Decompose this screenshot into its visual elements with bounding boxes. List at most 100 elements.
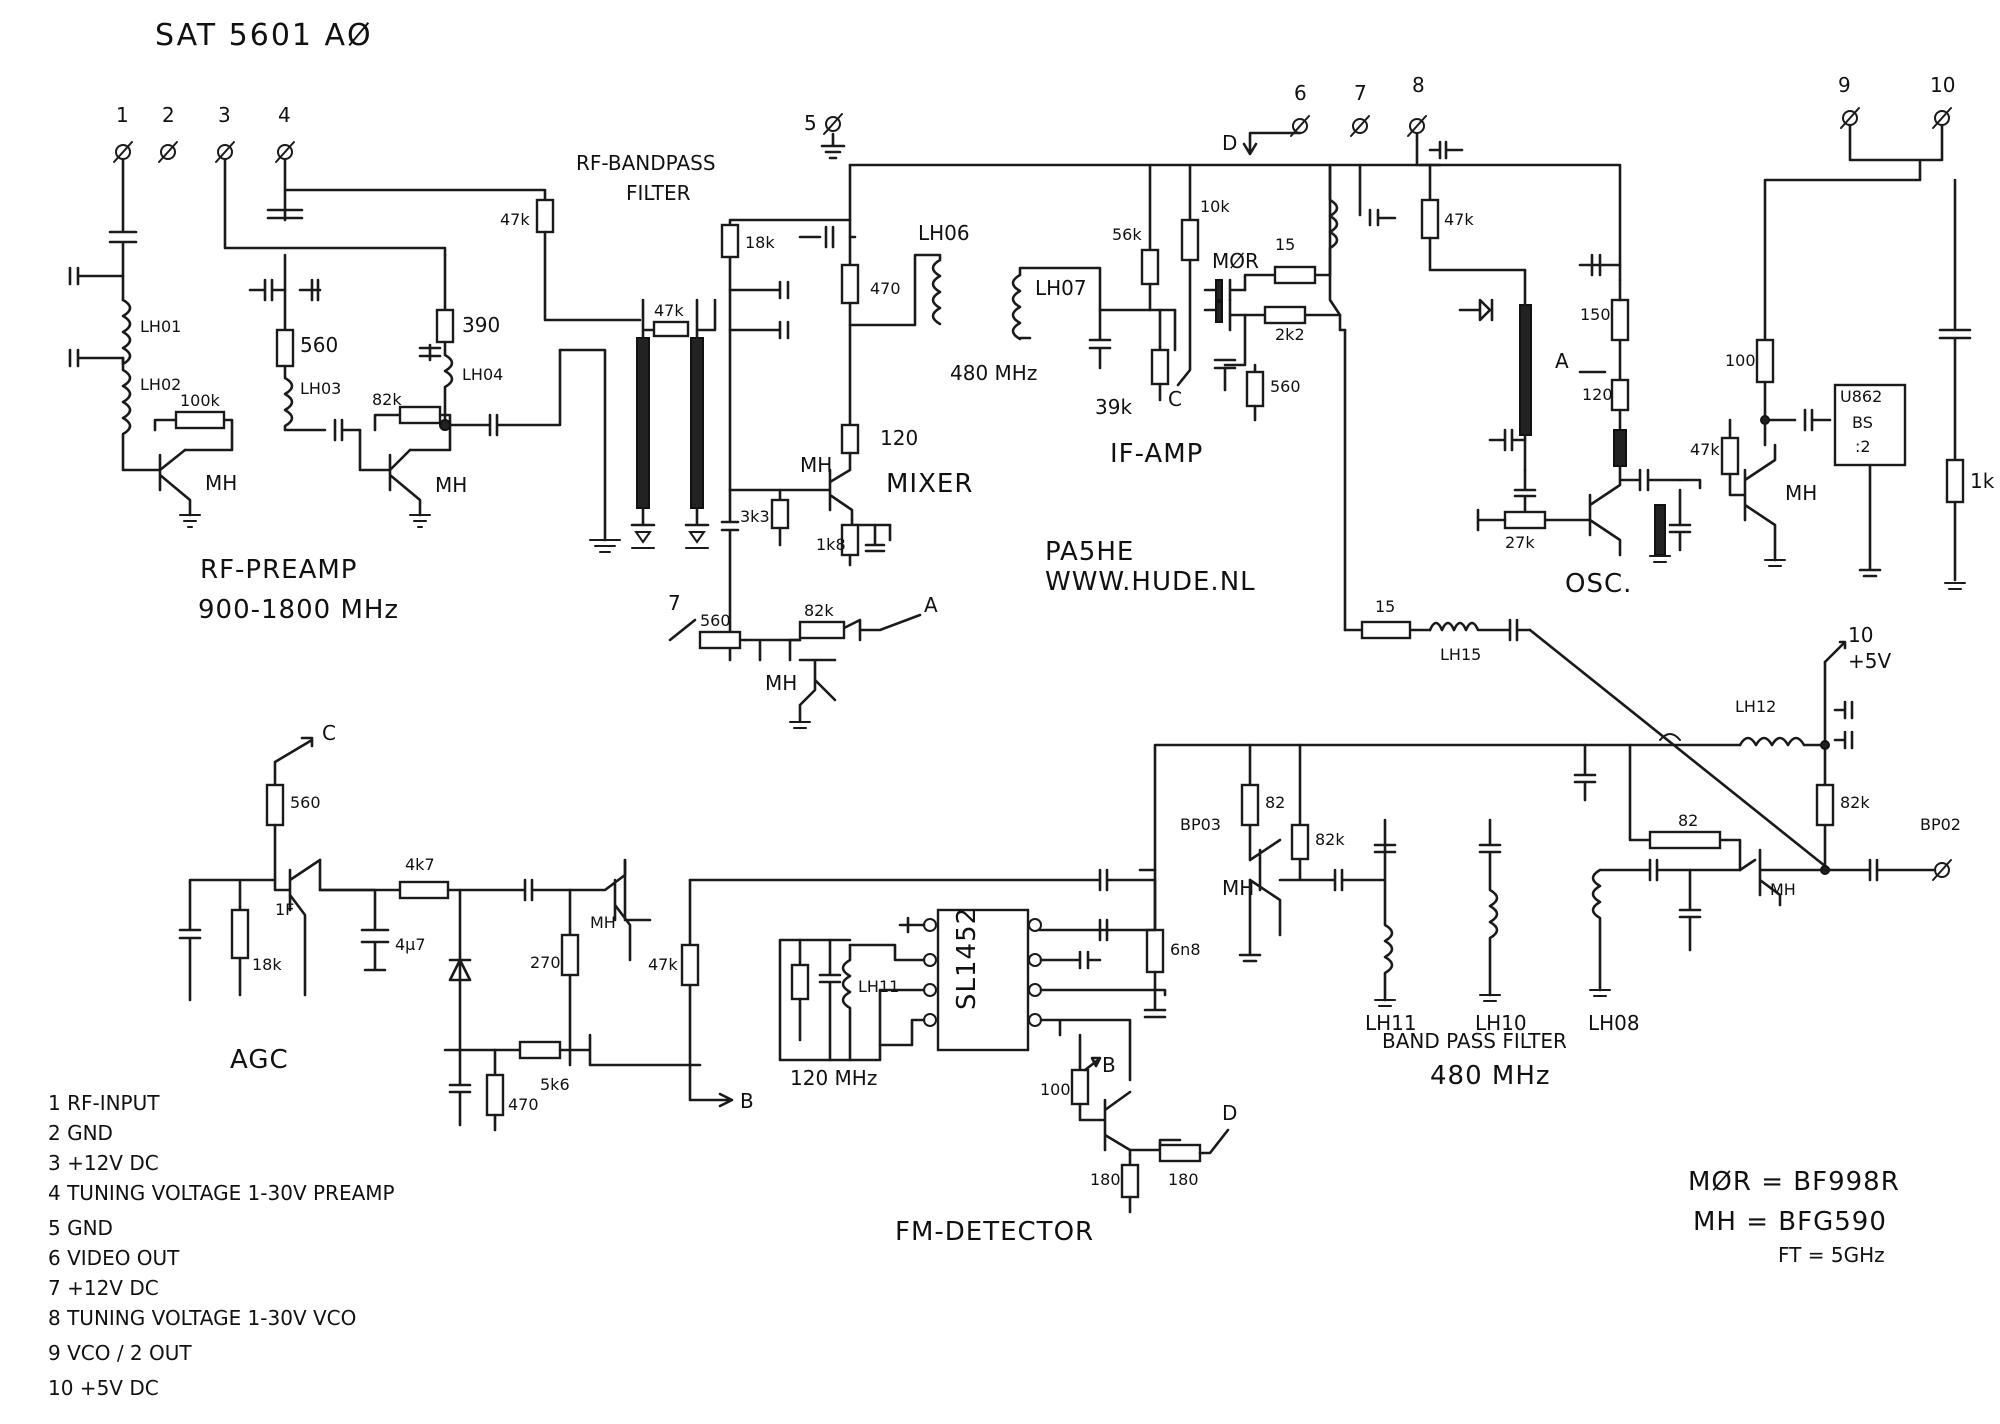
pin-4: 4 xyxy=(275,103,295,163)
r47k-a-label: 47k xyxy=(500,210,530,229)
lh15-label: LH15 xyxy=(1440,645,1481,664)
legend-3: 3 +12V DC xyxy=(48,1151,159,1175)
agc-title: AGC xyxy=(230,1045,289,1075)
credit-url: WWW.HUDE.NL xyxy=(1045,567,1256,597)
pin-legend: 1 RF-INPUT 2 GND 3 +12V DC 4 TUNING VOLT… xyxy=(48,1091,395,1400)
mh-q1-label: MH xyxy=(205,471,237,495)
r82k-5v-label: 82k xyxy=(1840,793,1870,812)
r560-mixer-label: 560 xyxy=(700,611,731,630)
plus5v-supply: 10 +5V LH12 82k xyxy=(1735,623,1891,875)
r47k-div-label: 47k xyxy=(1690,440,1720,459)
marker-10-bottom: 10 xyxy=(1848,623,1873,647)
marker-c-agc: C xyxy=(322,721,336,745)
rf-preamp-stage: LH01 LH02 MH 100k 47k 560 LH03 MH 82k 39… xyxy=(68,158,642,553)
r560-agc-label: 560 xyxy=(290,793,321,812)
r120-mixer-label: 120 xyxy=(880,426,918,450)
marker-a-osc: A xyxy=(1555,349,1569,373)
sl1452-ic xyxy=(936,908,1030,1052)
if-amp-stage: D LH07 480 MHz 39k 56k 10k C MØR 15 2k2 … xyxy=(950,131,1397,632)
marker-d-fm: D xyxy=(1222,1101,1237,1125)
legend-6: 6 VIDEO OUT xyxy=(48,1246,180,1270)
marker-plus5v: +5V xyxy=(1848,649,1891,673)
r470-mixer-label: 470 xyxy=(870,279,901,298)
agc-mh-label: MH xyxy=(590,913,616,932)
r1k8-label: 1k8 xyxy=(816,535,846,554)
fm-detector-stage: 6n8 SL1452 LH11 120 MHz 100 B 180 180 xyxy=(778,868,1237,1247)
r4k7-label: 4k7 xyxy=(405,855,435,874)
schematic-title: SAT 5601 AØ xyxy=(155,18,373,53)
rf-preamp-band: 900-1800 MHz xyxy=(198,595,399,625)
marker-7-left: 7 xyxy=(668,591,681,615)
r56k-label: 56k xyxy=(1112,225,1142,244)
mixer-mh-label: MH xyxy=(800,453,832,477)
oscillator-stage: 47k 150 A 120 27k OSC. xyxy=(1415,132,1702,599)
r6n8-label: 6n8 xyxy=(1170,940,1201,959)
r560-ifamp-label: 560 xyxy=(1270,377,1301,396)
parts-note-mh: MH = BFG590 xyxy=(1693,1207,1887,1237)
pin-7: 7 xyxy=(1350,81,1370,137)
pin-7-label: 7 xyxy=(1354,81,1367,105)
marker-c-ifamp: C xyxy=(1168,387,1182,411)
marker-b-agc: B xyxy=(740,1089,754,1113)
r82k-bp-label: 82k xyxy=(1315,830,1345,849)
r470-agc-label: 470 xyxy=(508,1095,539,1114)
r180-fm-a-label: 180 xyxy=(1090,1170,1121,1189)
r47k-bp-label: 47k xyxy=(654,301,684,320)
legend-5: 5 GND xyxy=(48,1216,113,1240)
lh15-coupling: 15 LH15 xyxy=(1343,597,1832,872)
rf-bandpass-title-2: FILTER xyxy=(626,181,691,205)
r390-label: 390 xyxy=(462,313,500,337)
mor-label: MØR xyxy=(1212,249,1259,273)
agc-stage: C 560 18k 1F 4μ7 4k7 470 5k6 270 MH 47k xyxy=(178,721,1157,1132)
r82k-mixer-label: 82k xyxy=(804,601,834,620)
osc-title: OSC. xyxy=(1565,569,1632,599)
r18k-agc-label: 18k xyxy=(252,955,282,974)
parts-note-ft: FT = 5GHz xyxy=(1778,1243,1885,1267)
mixer-title: MIXER xyxy=(886,469,973,499)
u862-label-2: BS xyxy=(1852,413,1873,432)
fm-detector-title: FM-DETECTOR xyxy=(895,1217,1094,1247)
marker-d-top: D xyxy=(1222,131,1237,155)
bandpass-480-stage: 82 82k MH BP03 LH11 LH10 82 LH08 MH BP02… xyxy=(1153,743,1961,1091)
lh04-label: LH04 xyxy=(462,365,503,384)
bp02-label: BP02 xyxy=(1920,815,1961,834)
bandpass-480-title-2: 480 MHz xyxy=(1430,1061,1551,1091)
r39k-label: 39k xyxy=(1095,395,1132,419)
pin-9-label: 9 xyxy=(1838,73,1851,97)
mixer-stage: 18k 470 LH06 120 MH MIXER 3k3 1k8 560 7 … xyxy=(668,132,1442,729)
rf-preamp-title: RF-PREAMP xyxy=(200,555,357,585)
divider-stage: 100 47k MH U862 BS :2 1k xyxy=(1690,124,1995,590)
r18k-label: 18k xyxy=(745,233,775,252)
pin-5-label: 5 xyxy=(804,111,817,135)
lh07-label: LH07 xyxy=(1035,276,1087,300)
r47k-agc-label: 47k xyxy=(648,955,678,974)
r47k-osc-label: 47k xyxy=(1444,210,1474,229)
lh02-label: LH02 xyxy=(140,375,181,394)
marker-a-mixer: A xyxy=(924,593,938,617)
fm-freq-label: 120 MHz xyxy=(790,1066,877,1090)
r3k3-label: 3k3 xyxy=(740,507,770,526)
lh10-label: LH11 xyxy=(1365,1011,1417,1035)
bp02-mh-label: MH xyxy=(1770,880,1796,899)
u862-label-3: :2 xyxy=(1855,437,1871,456)
r100-fm-label: 100 xyxy=(1040,1080,1071,1099)
if-amp-title: IF-AMP xyxy=(1110,439,1203,469)
r82-bp2-label: 82 xyxy=(1678,811,1698,830)
pin-6-label: 6 xyxy=(1294,81,1307,105)
lh03-label: LH03 xyxy=(300,379,341,398)
parts-note: MØR = BF998R MH = BFG590 FT = 5GHz xyxy=(1688,1167,1900,1267)
pin-10-label: 10 xyxy=(1930,73,1955,97)
lh11-label: LH11 xyxy=(858,977,899,996)
pin-4-label: 4 xyxy=(278,103,291,127)
r270-label: 270 xyxy=(530,953,561,972)
rf-bandpass-title-1: RF-BANDPASS xyxy=(576,151,716,175)
parts-note-mor: MØR = BF998R xyxy=(1688,1167,1900,1197)
legend-7: 7 +12V DC xyxy=(48,1276,159,1300)
pin-10: 10 xyxy=(1930,73,1955,129)
r180-fm-b-label: 180 xyxy=(1168,1170,1199,1189)
if-freq-label: 480 MHz xyxy=(950,361,1037,385)
r100k-label: 100k xyxy=(180,391,221,410)
bp03-label: BP03 xyxy=(1180,815,1221,834)
legend-2: 2 GND xyxy=(48,1121,113,1145)
